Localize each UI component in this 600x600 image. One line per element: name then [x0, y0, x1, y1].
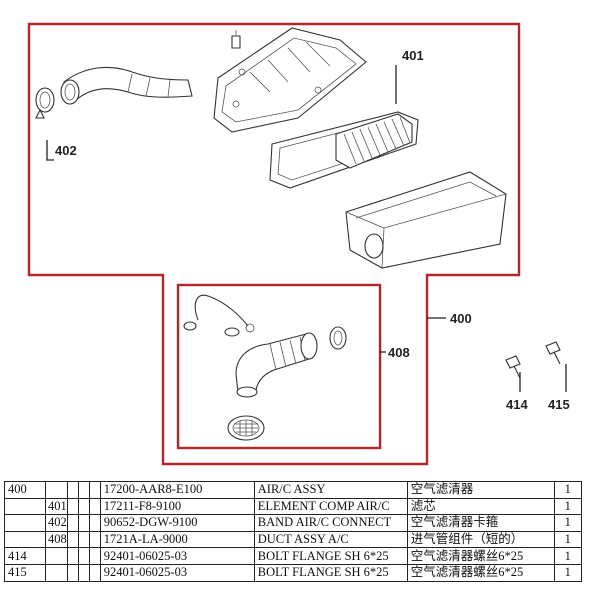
part-ref-cell: [4, 497, 46, 516]
level-cell: [88, 563, 101, 582]
part-number-cell: 17200-AAR8-E100: [99, 481, 255, 499]
sub-ref-cell: 408: [45, 530, 68, 549]
bolt-415: [545, 341, 561, 365]
callout-414: 414: [506, 397, 528, 412]
filter-element-401: [269, 111, 419, 189]
part-number-cell: 90652-DGW-9100: [99, 514, 255, 532]
part-ref-cell: [4, 514, 46, 532]
part-name-cn-cell: 进气管组件（短的）: [406, 530, 555, 549]
part-name-cell: BOLT FLANGE SH 6*25: [253, 563, 408, 582]
part-name-cn-cell: 空气滤清器卡箍: [406, 514, 555, 532]
part-name-cn-cell: 空气滤清器: [406, 481, 555, 499]
part-name-cn-cell: 滤芯: [406, 497, 555, 516]
level-cell: [66, 530, 79, 549]
level-cell: [66, 497, 79, 516]
sub-ref-cell: [45, 563, 68, 582]
callout-415: 415: [548, 397, 570, 412]
subassembly-408-frame: [176, 283, 382, 450]
level-cell: [88, 547, 101, 565]
level-cell: [88, 530, 101, 549]
part-name-cell: BAND AIR/C CONNECT: [253, 514, 408, 532]
part-number-cell: 92401-06025-03: [99, 547, 255, 565]
part-name-cell: BOLT FLANGE SH 6*25: [253, 547, 408, 565]
quantity-cell: 1: [553, 530, 582, 549]
level-cell: [88, 497, 101, 516]
sub-ref-cell: 401: [45, 497, 68, 516]
quantity-cell: 1: [553, 547, 582, 565]
sub-ref-cell: [45, 481, 68, 499]
intake-hose: [60, 66, 193, 105]
bolt-414: [505, 355, 521, 379]
sub-ref-cell: [45, 547, 68, 565]
part-name-cn-cell: 空气滤清器螺丝6*25: [406, 563, 555, 582]
level-cell: [77, 514, 90, 532]
sub-ref-cell: 402: [45, 514, 68, 532]
level-cell: [77, 481, 90, 499]
assembly-400-frame: [27, 22, 521, 466]
callout-408: 408: [388, 345, 410, 360]
part-number-cell: 92401-06025-03: [99, 563, 255, 582]
part-ref-cell: 414: [4, 547, 46, 565]
level-cell: [66, 514, 79, 532]
screen-ring: [227, 415, 265, 441]
part-number-cell: 17211-F8-9100: [99, 497, 255, 516]
quantity-cell: 1: [553, 514, 582, 532]
fitting-part: [231, 30, 241, 49]
level-cell: [77, 497, 90, 516]
part-number-cell: 1721A-LA-9000: [99, 530, 255, 549]
level-cell: [66, 481, 79, 499]
leader-402: [46, 140, 54, 161]
level-cell: [77, 563, 90, 582]
band-clamp-duct: [329, 326, 347, 350]
small-clamp-right: [224, 327, 240, 337]
air-cleaner-case: [345, 171, 507, 269]
duct-assy-408: [235, 332, 318, 398]
air-cleaner-cover: [213, 27, 367, 133]
level-cell: [77, 530, 90, 549]
part-ref-cell: [4, 530, 46, 549]
quantity-cell: 1: [553, 563, 582, 582]
level-cell: [66, 547, 79, 565]
breather-tube: [194, 294, 255, 333]
part-name-cell: AIR/C ASSY: [253, 481, 408, 499]
small-clamp-left: [183, 321, 197, 331]
band-clamp-402: [35, 87, 55, 119]
callout-401: 401: [402, 48, 424, 63]
part-name-cell: DUCT ASSY A/C: [253, 530, 408, 549]
callout-400: 400: [450, 311, 472, 326]
level-cell: [88, 514, 101, 532]
level-cell: [66, 563, 79, 582]
quantity-cell: 1: [553, 481, 582, 499]
parts-diagram: 401 402 400 408 414 415: [27, 22, 570, 466]
quantity-cell: 1: [553, 497, 582, 516]
level-cell: [88, 481, 101, 499]
part-ref-cell: 415: [4, 563, 46, 582]
part-name-cn-cell: 空气滤清器螺丝6*25: [406, 547, 555, 565]
part-ref-cell: 400: [4, 481, 46, 499]
level-cell: [77, 547, 90, 565]
callout-402: 402: [55, 143, 77, 158]
part-name-cell: ELEMENT COMP AIR/C: [253, 497, 408, 516]
